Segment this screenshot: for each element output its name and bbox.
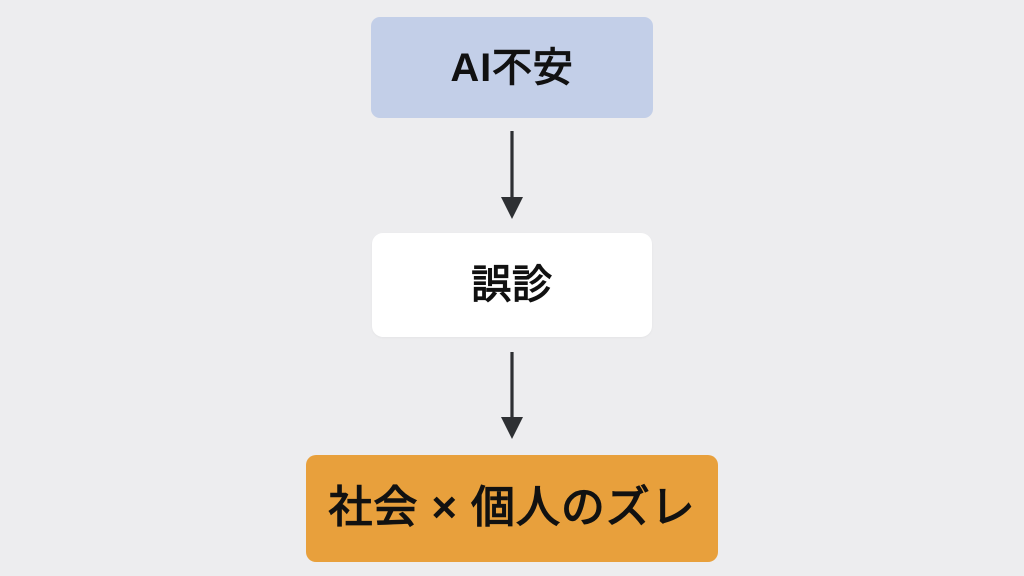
flow-node-label: AI不安 — [450, 45, 574, 90]
flow-node-label: 誤診 — [471, 263, 553, 307]
flow-node-label: 社会 × 個人のズレ — [328, 483, 696, 533]
flow-node-society-vs-individual-gap[interactable]: 社会 × 個人のズレ — [306, 455, 718, 562]
flow-node-ai-anxiety[interactable]: AI不安 — [371, 17, 653, 118]
flow-node-misdiagnosis[interactable]: 誤診 — [372, 233, 652, 337]
